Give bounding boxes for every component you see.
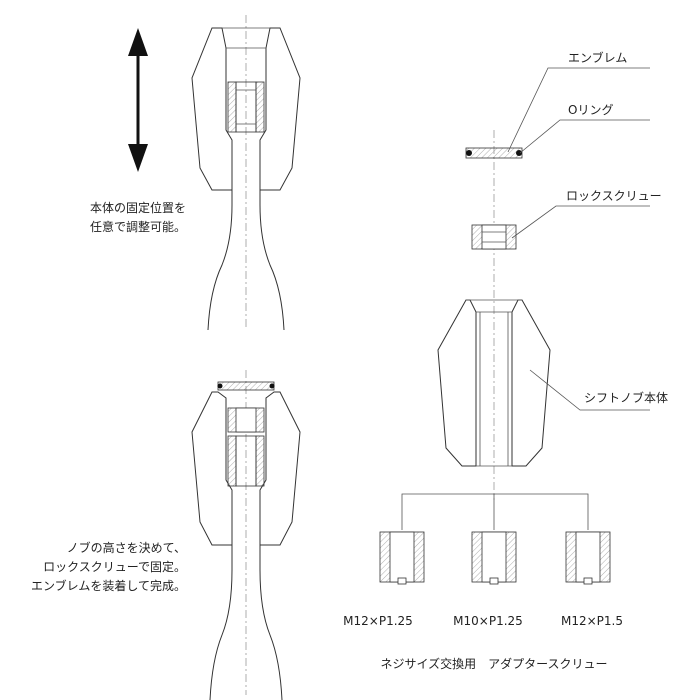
top-adapter-right [255, 81, 265, 133]
adapter-3 [565, 531, 611, 585]
bottom-oring-right [269, 383, 275, 389]
final-note-line3: エンブレムを装着して完成。 [31, 578, 186, 593]
knob-body-label: シフトノブ本体 [584, 390, 668, 405]
final-note-line1: ノブの高さを決めて、 [67, 540, 186, 555]
adjust-note-line1: 本体の固定位置を [90, 200, 186, 215]
bottom-adapter-right [255, 435, 265, 487]
bottom-adapter-thread [235, 435, 257, 487]
adapter-1-label: M12×P1.25 [343, 614, 413, 628]
knob-body-leader [529, 369, 650, 411]
final-note-line2: ロックスクリューで固定。 [43, 559, 186, 574]
adapter-2-label: M10×P1.25 [453, 614, 523, 628]
bottom-oring-left [217, 383, 223, 389]
adjust-note-line2: 任意で調整可能。 [90, 219, 186, 234]
adjust-arrow-icon [128, 28, 148, 172]
adapter-2 [471, 531, 517, 585]
bottom-knob-left [191, 391, 233, 546]
bottom-emblem [217, 381, 275, 391]
top-adapter-left [227, 81, 237, 133]
adapter-3-label: M12×P1.5 [561, 614, 623, 628]
emblem-leader [507, 67, 650, 153]
top-adapter-thread [235, 81, 257, 133]
top-knob-left [191, 27, 233, 191]
adapter-caption: ネジサイズ交換用 アダプタースクリュー [380, 656, 607, 671]
adapter-bracket [401, 493, 589, 530]
emblem-label: エンブレム [568, 50, 627, 65]
adapter-1 [379, 531, 425, 585]
emblem-part [465, 147, 523, 159]
oring-right-icon [516, 150, 522, 156]
bottom-adapter-left [227, 435, 237, 487]
knob-body-part [437, 299, 551, 467]
lock-screw-part [471, 224, 517, 250]
bottom-lock-screw-bore [235, 407, 257, 433]
top-assembly [191, 15, 301, 331]
lock-screw-label: ロックスクリュー [566, 189, 662, 203]
bottom-assembly [191, 370, 301, 700]
top-knob-right [259, 27, 301, 191]
oring-left-icon [466, 150, 472, 156]
lock-screw-leader [511, 205, 650, 239]
bottom-knob-right [259, 391, 301, 546]
oring-label: Oリング [568, 103, 613, 117]
oring-leader [519, 119, 650, 154]
